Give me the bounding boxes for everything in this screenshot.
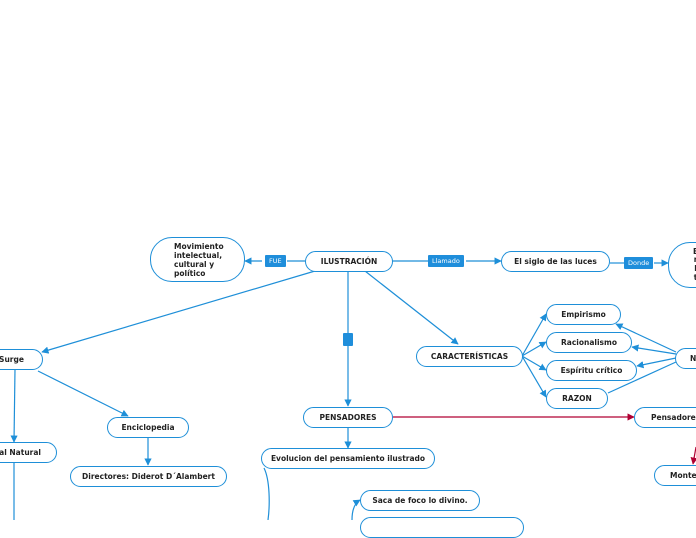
natural-node[interactable]: ral Natural bbox=[0, 442, 57, 463]
ilustracion-node[interactable]: ILUSTRACIÓN bbox=[305, 251, 393, 272]
siglo-node[interactable]: El siglo de las luces bbox=[501, 251, 610, 272]
razon-node[interactable]: RAZON bbox=[546, 388, 608, 409]
partial-node-bottom[interactable] bbox=[360, 517, 524, 538]
edge-letter-4: t bbox=[693, 272, 696, 282]
pensadores-node[interactable]: PENSADORES bbox=[303, 407, 393, 428]
espiritu-node[interactable]: Espíritu crítico bbox=[546, 360, 637, 381]
surge-node[interactable]: Surge bbox=[0, 349, 43, 370]
link-ilustracion-caracteristicas bbox=[364, 270, 459, 345]
evolucion-node[interactable]: Evolucion del pensamiento ilustrado bbox=[261, 448, 435, 469]
link-surge-natural bbox=[10, 368, 18, 443]
link-caracteristicas-empirismo bbox=[521, 313, 547, 357]
donde-label: Donde bbox=[624, 257, 654, 269]
racionalismo-node[interactable]: Racionalismo bbox=[546, 332, 632, 353]
directores-node[interactable]: Directores: Diderot D´Alambert bbox=[70, 466, 227, 487]
connector-square bbox=[343, 333, 353, 346]
caracteristicas-node[interactable]: CARACTERÍSTICAS bbox=[416, 346, 523, 367]
link-evolucion-bracket bbox=[263, 467, 270, 520]
link-caracteristicas-razon bbox=[521, 355, 547, 398]
link-caracteristicas-espiritu bbox=[521, 355, 547, 371]
llamado-label: Llamado bbox=[428, 255, 464, 267]
edge-letter-1: E bbox=[693, 246, 696, 256]
link-n-razon bbox=[607, 361, 677, 394]
fue-label: FUE bbox=[265, 255, 286, 267]
movimiento-node[interactable]: Movimiento intelectual, cultural y polít… bbox=[150, 237, 245, 282]
pensadores-right-node[interactable]: Pensadores bbox=[634, 407, 696, 428]
empirismo-node[interactable]: Empirismo bbox=[546, 304, 621, 325]
n-node[interactable]: N bbox=[675, 348, 696, 369]
monte-node[interactable]: Monte bbox=[654, 465, 696, 486]
enciclopedia-node[interactable]: Enciclopedia bbox=[107, 417, 189, 438]
saca-node[interactable]: Saca de foco lo divino. bbox=[360, 490, 480, 511]
link-ilustracion-surge bbox=[41, 270, 316, 354]
link-n-empirismo bbox=[615, 323, 677, 353]
link-n-espiritu bbox=[636, 357, 677, 369]
link-n-racionalismo bbox=[631, 344, 677, 355]
link-caracteristicas-racionalismo bbox=[521, 341, 547, 357]
edge-letter-2: r bbox=[693, 255, 696, 265]
link-surge-enciclopedia bbox=[37, 370, 129, 417]
connector-lines bbox=[10, 257, 696, 520]
edge-letter-3: l bbox=[694, 264, 696, 273]
link-bracket-saca bbox=[351, 499, 361, 520]
